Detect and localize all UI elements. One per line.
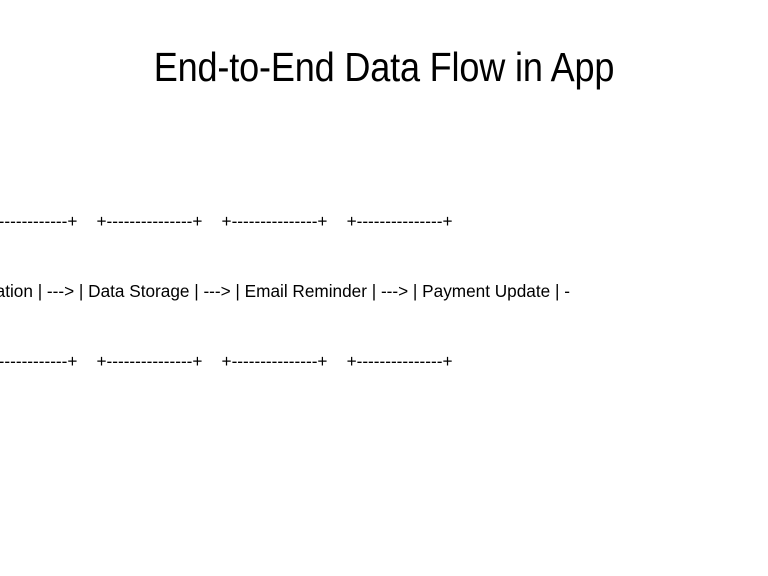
ascii-diagram-viewport: +------------------+ +--------------+ +-… <box>0 140 768 576</box>
flow-row-content: ---> | Expense Calculation | ---> | Data… <box>0 280 570 301</box>
ascii-diagram: +------------------+ +--------------+ +-… <box>0 140 570 576</box>
page-title: End-to-End Data Flow in App <box>153 44 615 90</box>
flow-row-top-border: +------------------+ +--------------+ +-… <box>0 210 453 231</box>
connector-down-arrows-1: v v v <box>0 513 570 536</box>
connector-pipes-1: | | | <box>0 443 570 466</box>
flow-row-bottom-border: +------------------+ +--------------+ +-… <box>0 350 453 371</box>
